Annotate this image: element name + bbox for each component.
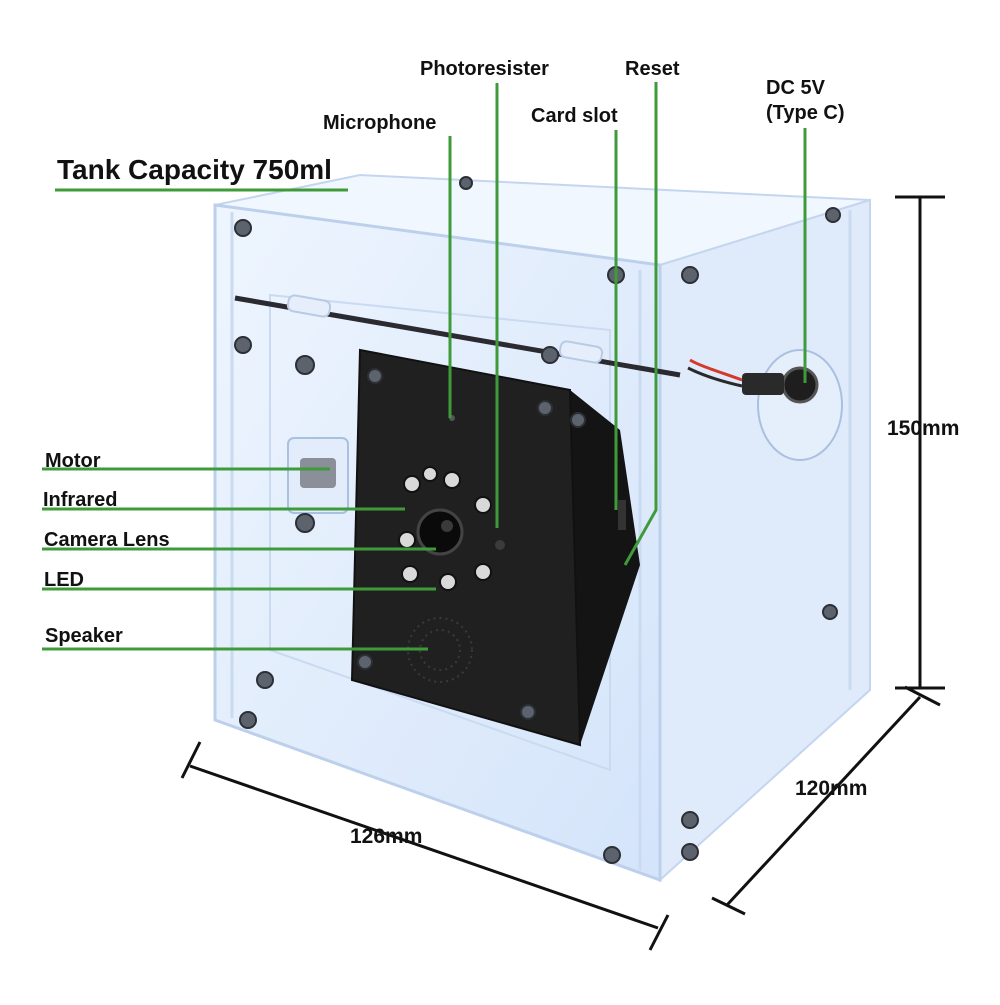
label-microphone: Microphone xyxy=(323,112,437,134)
label-photoresister: Photoresister xyxy=(420,58,549,80)
dimension-lines xyxy=(180,195,945,951)
lens-glare xyxy=(441,520,453,532)
depth-dimension xyxy=(725,695,922,907)
label-dc-type: (Type C) xyxy=(766,102,845,124)
photoresistor-sensor xyxy=(495,540,505,550)
leader-lines xyxy=(42,82,807,651)
dimension-height-label: 150mm xyxy=(887,417,960,440)
speaker-grille xyxy=(419,629,461,671)
label-camera-lens: Camera Lens xyxy=(44,529,170,551)
leader-reset xyxy=(623,82,658,566)
device-side xyxy=(570,390,640,745)
label-dc-power: DC 5V xyxy=(766,77,825,99)
screws xyxy=(234,176,841,864)
dimension-width-label: 126mm xyxy=(350,825,423,848)
card-slot xyxy=(618,500,626,530)
motor xyxy=(287,437,349,514)
tank-capacity-title: Tank Capacity 750ml xyxy=(57,154,332,185)
dimension-depth-label: 120mm xyxy=(795,777,868,800)
camera-device xyxy=(350,348,640,747)
speaker-grille xyxy=(407,617,473,683)
rod-holder xyxy=(558,340,604,364)
label-led: LED xyxy=(44,569,84,591)
device-front xyxy=(350,348,582,747)
camera-lens xyxy=(416,508,464,556)
label-reset: Reset xyxy=(625,58,680,80)
dc-port xyxy=(687,349,843,461)
rod-holder xyxy=(286,294,332,318)
label-motor: Motor xyxy=(45,450,101,472)
label-infrared: Infrared xyxy=(43,489,118,511)
label-card-slot: Card slot xyxy=(531,105,618,127)
label-speaker: Speaker xyxy=(45,625,123,647)
width-dimension xyxy=(189,764,659,930)
infrared-ring xyxy=(398,466,492,591)
